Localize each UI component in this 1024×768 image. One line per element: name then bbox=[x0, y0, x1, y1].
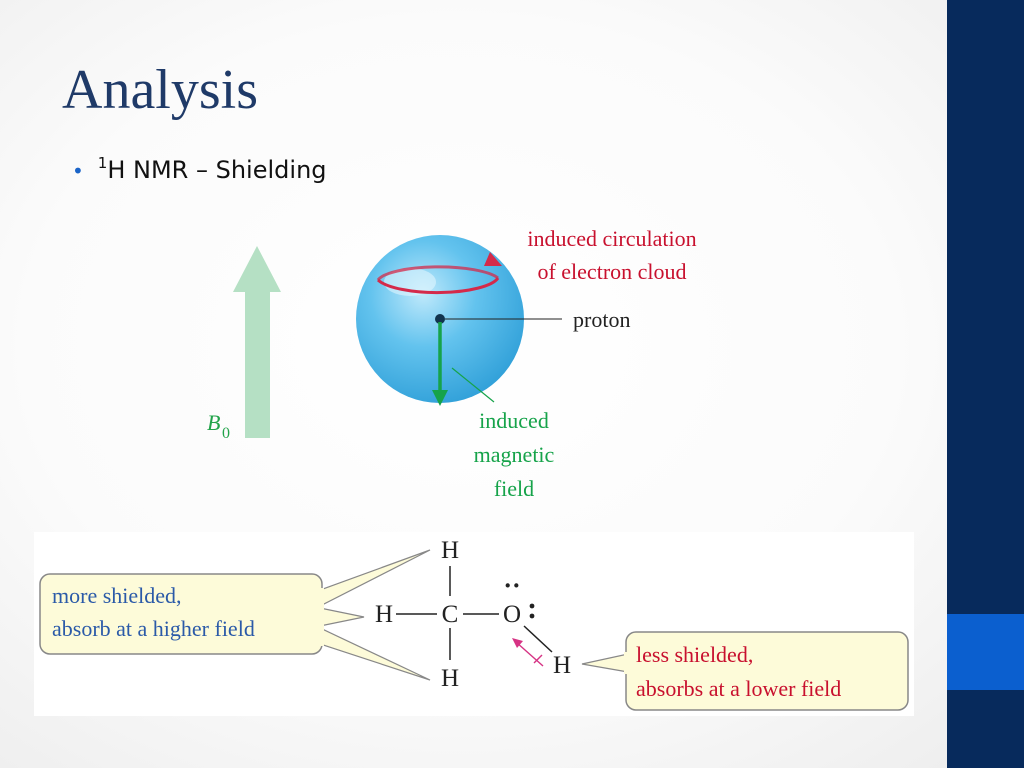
induced-label-line3: field bbox=[494, 476, 534, 501]
b0-label: B bbox=[207, 410, 220, 435]
atom-c: C bbox=[442, 601, 459, 628]
methanol-panel: more shielded, absorb at a higher field … bbox=[34, 532, 914, 716]
circulation-label-line2: of electron cloud bbox=[537, 259, 686, 284]
circulation-label-line1: induced circulation bbox=[527, 226, 696, 251]
bullet-item: • 1 H NMR – Shielding bbox=[72, 154, 327, 184]
dipole-arrow-shaft bbox=[515, 641, 544, 667]
circulation-arrowhead bbox=[484, 252, 502, 266]
induced-label-line1: induced bbox=[479, 408, 549, 433]
left-callout-line2: absorb at a higher field bbox=[52, 616, 255, 641]
left-callout-seam bbox=[314, 588, 324, 646]
right-callout-line2: absorbs at a lower field bbox=[636, 676, 841, 701]
slide-title: Analysis bbox=[62, 59, 258, 121]
left-callout-pointer-mid bbox=[319, 607, 365, 627]
methanol-structure: more shielded, absorb at a higher field … bbox=[39, 537, 909, 711]
proton-label: proton bbox=[573, 307, 630, 332]
bond-o-h bbox=[523, 625, 553, 653]
b0-field-arrow bbox=[233, 246, 281, 438]
right-callout-line1: less shielded, bbox=[636, 642, 753, 667]
atom-o: O bbox=[503, 601, 521, 628]
right-callout-pointer bbox=[581, 653, 629, 673]
o-lone-pair-right-a bbox=[529, 603, 535, 609]
atom-h-hydroxyl: H bbox=[553, 652, 571, 679]
atom-h-left: H bbox=[375, 601, 393, 628]
atom-h-top: H bbox=[441, 537, 459, 564]
bullet-text: H NMR – Shielding bbox=[107, 156, 327, 184]
bullet-superscript: 1 bbox=[97, 154, 108, 172]
left-callout-pointer-bottom bbox=[319, 627, 431, 681]
circulation-ring-front bbox=[376, 277, 500, 295]
circulation-ring-back bbox=[376, 265, 499, 281]
bullet-dot: • bbox=[72, 159, 84, 183]
left-callout-pointer-top bbox=[319, 549, 431, 607]
sidebar-accent-block bbox=[947, 614, 1024, 690]
left-callout-line1: more shielded, bbox=[52, 583, 182, 608]
o-lone-pair-top: ·· bbox=[503, 571, 520, 600]
proton-dot bbox=[435, 314, 445, 324]
right-callout-seam bbox=[624, 652, 632, 674]
o-lone-pair-right-b bbox=[529, 613, 535, 619]
shielding-figure: B 0 induced circulation of electron clou… bbox=[207, 226, 697, 501]
dipole-cross bbox=[533, 654, 543, 664]
dipole-arrowhead bbox=[512, 638, 523, 648]
induced-leader-line bbox=[451, 367, 495, 403]
atom-h-bottom: H bbox=[441, 665, 459, 692]
induced-field-arrowhead bbox=[432, 390, 448, 406]
induced-label-line2: magnetic bbox=[474, 442, 555, 467]
b0-subscript: 0 bbox=[222, 425, 230, 442]
